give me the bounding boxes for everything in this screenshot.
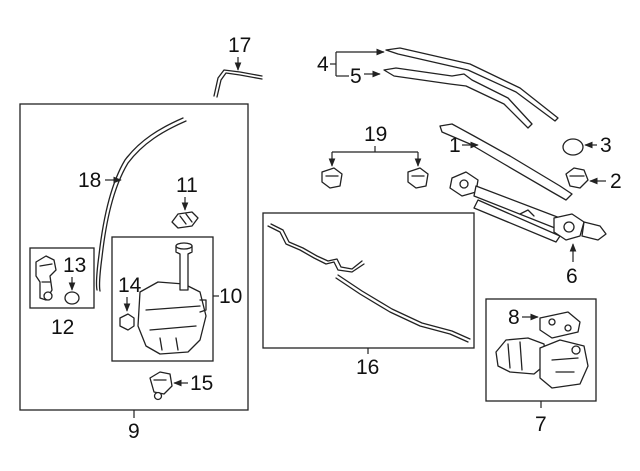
washer-hose-16[interactable] (267, 223, 471, 343)
callout-5: 5 (336, 65, 381, 88)
svg-text:14: 14 (118, 274, 142, 297)
svg-text:15: 15 (190, 372, 213, 395)
callout-17: 17 (228, 34, 251, 71)
callout-1: 1 (449, 134, 479, 157)
svg-text:9: 9 (128, 420, 140, 443)
washer-pump-15[interactable] (149, 371, 173, 401)
svg-text:2: 2 (610, 170, 622, 193)
washer-nozzle-11[interactable] (171, 211, 199, 229)
callout-14: 14 (118, 274, 142, 312)
washer-pump-box-12 (29, 247, 95, 309)
callout-11: 11 (176, 174, 198, 211)
grommet-14[interactable] (119, 313, 135, 331)
washer-reservoir-box-10 (111, 236, 214, 362)
callout-10: 10 (219, 285, 242, 308)
motor-bracket-8[interactable] (539, 311, 581, 339)
svg-text:19: 19 (364, 123, 387, 146)
hose-connector-19a[interactable] (321, 167, 343, 189)
svg-text:18: 18 (78, 169, 101, 192)
svg-text:5: 5 (350, 65, 362, 88)
callout-3: 3 (584, 134, 612, 157)
svg-text:11: 11 (176, 174, 198, 197)
callout-7: 7 (535, 401, 547, 436)
wiper-blade-5[interactable] (383, 67, 533, 129)
svg-text:16: 16 (356, 356, 379, 379)
grommet-13[interactable] (64, 291, 80, 305)
callout-15: 15 (173, 372, 213, 395)
svg-text:6: 6 (566, 265, 578, 288)
callout-12: 12 (51, 316, 74, 339)
callout-8: 8 (508, 306, 539, 329)
svg-text:13: 13 (63, 254, 86, 277)
svg-text:1: 1 (449, 134, 461, 157)
wiper-blade-4[interactable] (385, 47, 559, 122)
svg-text:7: 7 (535, 413, 547, 436)
callout-18: 18 (78, 169, 122, 192)
arm-nut-2[interactable] (565, 167, 589, 189)
callout-2: 2 (589, 170, 622, 193)
washer-pump-part[interactable] (35, 255, 57, 301)
svg-text:8: 8 (508, 306, 520, 329)
wiper-motor[interactable] (495, 337, 589, 389)
callout-16: 16 (356, 348, 379, 379)
callout-9: 9 (128, 410, 140, 443)
hose-17[interactable] (213, 69, 263, 98)
svg-text:17: 17 (228, 34, 251, 57)
svg-text:4: 4 (317, 53, 329, 76)
callout-4: 4 (317, 48, 385, 76)
callout-19: 19 (328, 123, 422, 167)
arm-cap-3[interactable] (562, 138, 584, 156)
washer-reservoir[interactable] (137, 242, 207, 355)
wiper-linkage-6[interactable] (449, 171, 607, 243)
hose-connector-19b[interactable] (407, 167, 429, 189)
callout-13: 13 (63, 254, 86, 291)
washer-hose-box-16 (262, 212, 475, 349)
callout-6: 6 (566, 243, 578, 288)
svg-text:3: 3 (600, 134, 612, 157)
washer-hose-18[interactable] (95, 117, 187, 292)
